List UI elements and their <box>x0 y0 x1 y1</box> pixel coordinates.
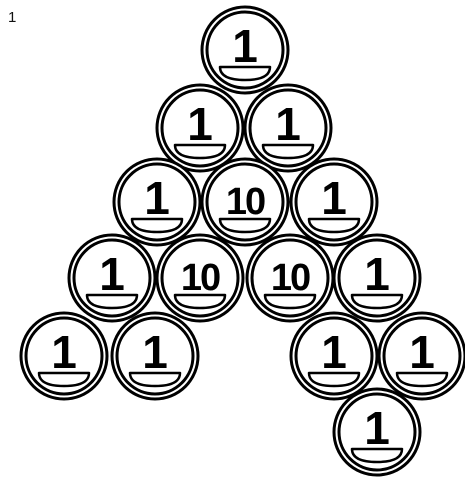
coin-r2-c1[interactable]: 1 <box>155 83 245 173</box>
coin-inner-rim <box>294 162 374 242</box>
coin-inner-rim <box>72 238 152 318</box>
coin-r3-c1[interactable]: 1 <box>112 157 202 247</box>
coin-inner-rim <box>160 238 240 318</box>
coin-value: 1 <box>51 326 77 378</box>
coin-tray-mark <box>173 293 227 310</box>
coin-r3-c3[interactable]: 1 <box>289 157 379 247</box>
coin-inner-rim <box>294 316 374 396</box>
coin-tray-mark <box>173 143 227 160</box>
coin-value: 1 <box>321 326 347 378</box>
coin-r4-c4[interactable]: 1 <box>332 233 422 323</box>
coin-inner-rim <box>337 392 417 472</box>
coin-value: 10 <box>271 257 310 299</box>
coin-inner-rim <box>205 10 285 90</box>
coin-value: 1 <box>364 402 390 454</box>
coin-inner-rim <box>115 316 195 396</box>
coin-value: 1 <box>364 248 390 300</box>
coin-value: 1 <box>144 172 170 224</box>
coin-r5-c3[interactable]: 1 <box>289 311 379 401</box>
coin-inner-rim <box>248 88 328 168</box>
coin-value: 1 <box>275 98 301 150</box>
coin-r4-c3[interactable]: 10 <box>245 233 335 323</box>
coin-tray-mark <box>350 293 404 310</box>
coin-r3-c2[interactable]: 10 <box>200 157 290 247</box>
coin-r6-c1[interactable]: 1 <box>332 387 422 477</box>
coin-r2-c2[interactable]: 1 <box>243 83 333 173</box>
coin-tray-mark <box>130 217 184 234</box>
coin-r5-c1[interactable]: 1 <box>19 311 109 401</box>
coin-r4-c1[interactable]: 1 <box>67 233 157 323</box>
coin-inner-rim <box>205 162 285 242</box>
coin-tray-mark <box>307 371 361 388</box>
coin-tray-mark <box>261 143 315 160</box>
coin-value: 10 <box>181 257 220 299</box>
coin-value: 1 <box>232 20 258 72</box>
coin-value: 1 <box>99 248 125 300</box>
coin-inner-rim <box>117 162 197 242</box>
coin-tray-mark <box>218 65 272 82</box>
page-number: 1 <box>8 9 17 26</box>
coin-inner-rim <box>24 316 104 396</box>
coin-r4-c2[interactable]: 10 <box>155 233 245 323</box>
coin-value: 1 <box>187 98 213 150</box>
coin-tray-mark <box>395 371 449 388</box>
coin-tray-mark <box>307 217 361 234</box>
coin-inner-rim <box>160 88 240 168</box>
coin-tray-mark <box>218 217 272 234</box>
coin-tray-mark <box>350 447 404 464</box>
coin-tray-mark <box>37 371 91 388</box>
coin-tray-mark <box>85 293 139 310</box>
coin-inner-rim <box>250 238 330 318</box>
coin-value: 1 <box>409 326 435 378</box>
coin-tray-mark <box>128 371 182 388</box>
coin-r5-c4[interactable]: 1 <box>377 311 465 401</box>
coin-value: 10 <box>226 181 265 223</box>
coin-inner-rim <box>337 238 417 318</box>
coin-r1-c1[interactable]: 1 <box>200 5 290 95</box>
coin-tray-mark <box>263 293 317 310</box>
coin-r5-c2[interactable]: 1 <box>110 311 200 401</box>
coin-value: 1 <box>142 326 168 378</box>
coin-inner-rim <box>382 316 462 396</box>
coin-value: 1 <box>321 172 347 224</box>
